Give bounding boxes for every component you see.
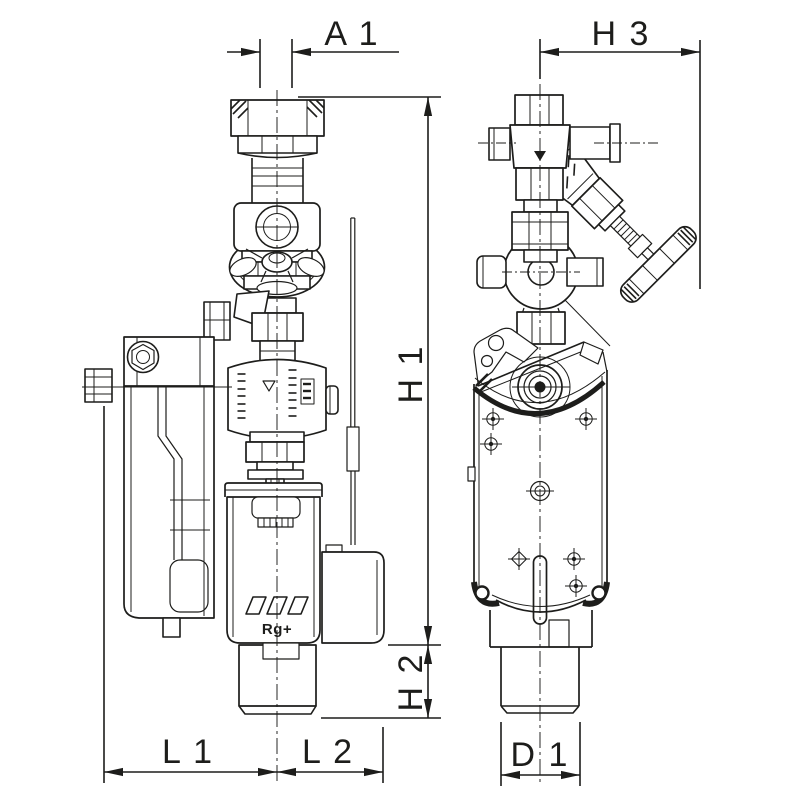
dimension-label-h1: H 1 <box>392 345 430 404</box>
screw-icon <box>574 407 598 431</box>
actuator-side <box>467 327 610 648</box>
dimension-label-l1: L 1 <box>162 733 214 771</box>
actuator-front: Rg+ <box>224 482 323 644</box>
dimension-label-a1: A 1 <box>324 15 379 53</box>
screw-icon <box>479 432 503 456</box>
front-view-valve-assembly: Rg+ <box>82 99 385 715</box>
dimension-label-h2: H 2 <box>392 653 430 712</box>
flow-direction-icon <box>262 380 276 392</box>
dimension-h2: H 2 <box>321 644 441 719</box>
dimension-l2: L 2 <box>277 727 384 783</box>
corner-bolt <box>591 585 607 601</box>
dimensions: A 1 H 3 H 1 H 2 <box>103 15 701 786</box>
flow-direction-icon <box>534 151 546 161</box>
dimension-label-l2: L 2 <box>302 733 354 771</box>
herz-logo-icon <box>245 596 309 615</box>
stem-hex-nut <box>251 312 304 362</box>
valve-body <box>227 358 339 440</box>
corner-bolt <box>474 585 490 601</box>
mounting-bracket <box>84 301 231 638</box>
sensor-probe <box>346 217 360 545</box>
stamped-text-marks <box>237 369 297 419</box>
t-handle <box>619 225 697 303</box>
angled-drain-valve <box>532 138 697 303</box>
screw-icon <box>508 548 530 570</box>
dimension-label-d1: D 1 <box>511 736 570 774</box>
hatch-marks <box>230 99 325 119</box>
screw-icon <box>481 407 505 431</box>
dimension-h3: H 3 <box>539 15 701 289</box>
dimension-label-h3: H 3 <box>592 15 651 53</box>
bracket-bolt <box>126 340 160 374</box>
material-marking-label: Rg+ <box>262 621 292 638</box>
sensor-pocket-housing <box>321 544 385 644</box>
pipe-stub-front <box>238 642 317 715</box>
screw-icon <box>562 547 586 571</box>
hidden-branch-edge <box>564 299 611 347</box>
dimension-d1: D 1 <box>500 722 581 786</box>
dimension-a1: A 1 <box>227 15 399 88</box>
dimension-h1: H 1 <box>298 96 441 645</box>
screw-icon <box>564 574 588 598</box>
center-lines <box>276 84 658 786</box>
side-view-valve-assembly <box>467 94 697 714</box>
top-pipe-connection <box>230 99 325 203</box>
base-notch <box>548 619 570 648</box>
dimension-l1: L 1 <box>103 406 277 783</box>
